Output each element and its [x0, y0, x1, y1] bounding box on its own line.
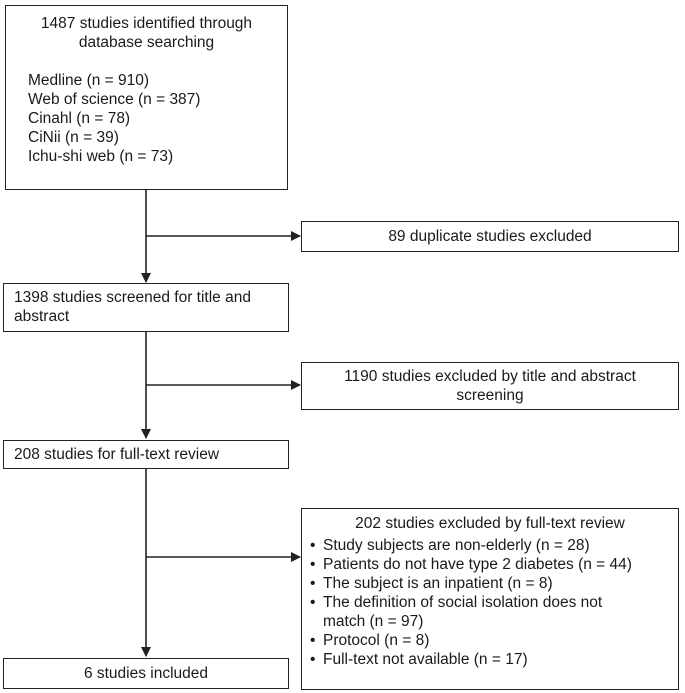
- title-excluded-box: 1190 studies excluded by title and abstr…: [301, 362, 679, 410]
- identification-title-line2: database searching: [78, 34, 215, 51]
- title-excluded-line1: 1190 studies excluded by title and abstr…: [344, 368, 636, 385]
- title-excluded-line2: screening: [456, 387, 524, 404]
- fulltext-excluded-box: 202 studies excluded by full-text review…: [301, 508, 679, 690]
- fulltext-excluded-title: 202 studies excluded by full-text review: [355, 515, 625, 532]
- source-ichu-shi: Ichu-shi web (n = 73): [28, 148, 174, 165]
- source-web-of-science: Web of science (n = 387): [28, 91, 201, 108]
- exclusion-reason: Study subjects are non-elderly (n = 28): [310, 536, 670, 555]
- exclusion-reason: Full-text not available (n = 17): [310, 650, 670, 669]
- fulltext-box: 208 studies for full-text review: [3, 440, 289, 469]
- exclusion-reason: Protocol (n = 8): [310, 631, 670, 650]
- source-cinii: CiNii (n = 39): [28, 129, 119, 146]
- screened-line2: abstract: [14, 308, 70, 325]
- included-box: 6 studies included: [3, 658, 289, 689]
- duplicates-excluded-text: 89 duplicate studies excluded: [388, 228, 592, 245]
- exclusion-reason-continuation: match (n = 97): [323, 613, 424, 630]
- identification-title-line1: 1487 studies identified through: [40, 15, 253, 32]
- fulltext-text: 208 studies for full-text review: [14, 446, 220, 463]
- source-medline: Medline (n = 910): [28, 72, 150, 89]
- duplicates-excluded-box: 89 duplicate studies excluded: [301, 221, 679, 252]
- exclusion-reasons-list: Study subjects are non-elderly (n = 28) …: [310, 536, 670, 669]
- included-text: 6 studies included: [83, 665, 209, 682]
- screened-box: 1398 studies screened for title and abst…: [3, 283, 289, 332]
- identification-box: 1487 studies identified through database…: [5, 5, 288, 190]
- exclusion-reason: The subject is an inpatient (n = 8): [310, 574, 670, 593]
- exclusion-reason: The definition of social isolation does …: [310, 593, 670, 612]
- screened-line1: 1398 studies screened for title and: [14, 289, 251, 306]
- exclusion-reason: Patients do not have type 2 diabetes (n …: [310, 555, 670, 574]
- source-cinahl: Cinahl (n = 78): [28, 110, 131, 127]
